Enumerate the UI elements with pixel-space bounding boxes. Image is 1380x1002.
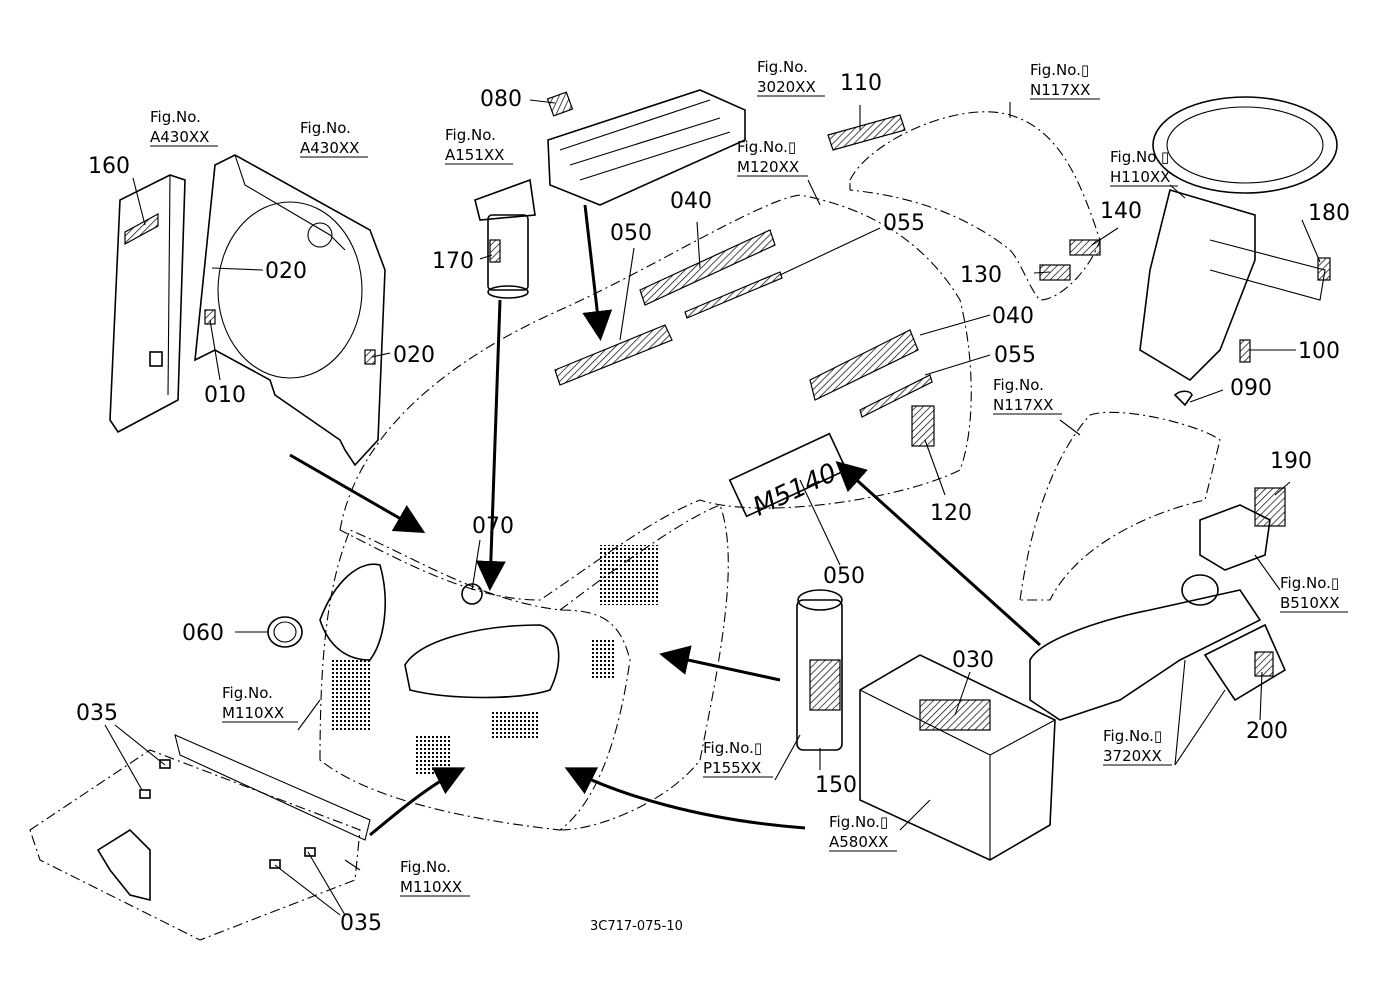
- callout-010: 010: [204, 383, 246, 408]
- model-badge-text: M5140: [749, 458, 842, 523]
- callout-numbers: 160 020 020 010 170 080 050 040 055 110 …: [76, 71, 1350, 936]
- callout-150: 150: [815, 773, 857, 798]
- fig-ref-m110-left-code: M110XX: [222, 704, 284, 722]
- badge-part: [267, 616, 303, 648]
- fender-part: [1019, 390, 1221, 601]
- callout-030: 030: [952, 648, 994, 673]
- fig-ref-m110-bottom-code: M110XX: [400, 878, 462, 896]
- callout-090: 090: [1230, 376, 1272, 401]
- fig-ref-m120-label: Fig.No.▯: [737, 138, 796, 156]
- drawing-number: 3C717-075-10: [590, 919, 683, 934]
- fuel-filter-part: [474, 178, 536, 299]
- fig-ref-a430-right-label: Fig.No.: [300, 119, 351, 137]
- callout-170: 170: [432, 249, 474, 274]
- callout-080: 080: [480, 87, 522, 112]
- callout-100: 100: [1298, 339, 1340, 364]
- switch-part: [1199, 487, 1286, 571]
- side-panel-part: [109, 174, 186, 434]
- callout-110: 110: [840, 71, 882, 96]
- fig-ref-n117-top-label: Fig.No.▯: [1030, 61, 1089, 79]
- under-plate-part: [29, 734, 371, 941]
- figure-references: Fig.No. A430XX Fig.No. A430XX Fig.No. A1…: [150, 58, 1348, 897]
- fig-ref-3720-code: 3720XX: [1103, 747, 1162, 765]
- steering-column-part: [1139, 96, 1338, 382]
- callout-055-lower: 055: [994, 343, 1036, 368]
- callout-120: 120: [930, 501, 972, 526]
- fig-ref-p155-label: Fig.No.▯: [703, 739, 762, 757]
- fig-ref-m120-code: M120XX: [737, 158, 799, 176]
- fig-ref-n117-mid-label: Fig.No.: [993, 376, 1044, 394]
- callout-020-upper: 020: [265, 259, 307, 284]
- fig-ref-a580-code: A580XX: [829, 833, 888, 851]
- leader-lines: [104, 99, 1321, 916]
- callout-060: 060: [182, 621, 224, 646]
- callout-050-upper: 050: [610, 221, 652, 246]
- callout-070: 070: [472, 514, 514, 539]
- fig-ref-a151-code: A151XX: [445, 146, 504, 164]
- fig-ref-a430-left-label: Fig.No.: [150, 108, 201, 126]
- fig-ref-3020-label: Fig.No.: [757, 58, 808, 76]
- callout-140: 140: [1100, 199, 1142, 224]
- fig-ref-n117-mid-code: N117XX: [993, 396, 1053, 414]
- fig-ref-3720-label: Fig.No.▯: [1103, 727, 1162, 745]
- callout-055-upper: 055: [883, 211, 925, 236]
- front-grille-part: [319, 504, 729, 831]
- callout-020-lower: 020: [393, 343, 435, 368]
- cylinder-part: [796, 589, 843, 751]
- fig-ref-3020-code: 3020XX: [757, 78, 816, 96]
- fig-ref-m110-left-label: Fig.No.: [222, 684, 273, 702]
- hood-part: [339, 194, 972, 601]
- callout-130: 130: [960, 263, 1002, 288]
- callout-180: 180: [1308, 201, 1350, 226]
- battery-part: [859, 654, 1056, 861]
- callout-200: 200: [1246, 719, 1288, 744]
- radiator-shroud-part: [194, 154, 386, 467]
- callout-040-lower: 040: [992, 304, 1034, 329]
- callout-050-lower: 050: [823, 564, 865, 589]
- cabin-panel-part: [827, 111, 1101, 301]
- rear-axle-part: [1029, 574, 1287, 721]
- fig-ref-a580-label: Fig.No.▯: [829, 813, 888, 831]
- callout-035-lower: 035: [340, 911, 382, 936]
- assembly-arrows: [289, 204, 1042, 837]
- engine-head-part: [546, 89, 746, 206]
- fig-ref-p155-code: P155XX: [703, 759, 761, 777]
- fig-ref-b510-label: Fig.No.▯: [1280, 574, 1339, 592]
- fig-ref-m110-bottom-label: Fig.No.: [400, 858, 451, 876]
- fig-ref-h110-code: H110XX: [1110, 168, 1170, 186]
- fig-ref-a430-left-code: A430XX: [150, 128, 209, 146]
- fig-ref-a430-right-code: A430XX: [300, 139, 359, 157]
- callout-160: 160: [88, 154, 130, 179]
- callout-040-upper: 040: [670, 189, 712, 214]
- fig-ref-b510-code: B510XX: [1280, 594, 1339, 612]
- fig-ref-n117-top-code: N117XX: [1030, 81, 1090, 99]
- fig-ref-a151-label: Fig.No.: [445, 126, 496, 144]
- callout-035-upper: 035: [76, 701, 118, 726]
- callout-190: 190: [1270, 449, 1312, 474]
- fig-ref-h110-label: Fig.No.▯: [1110, 148, 1169, 166]
